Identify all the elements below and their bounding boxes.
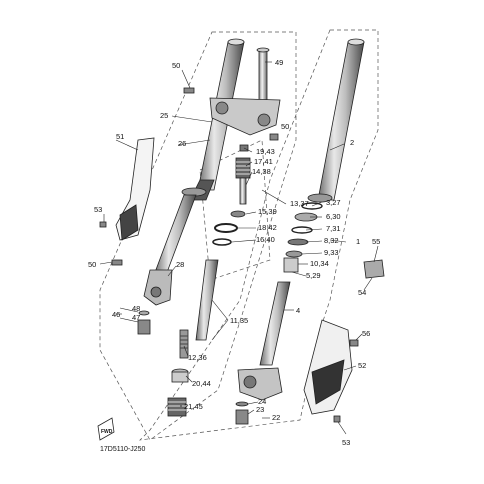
- steering-stem: [209, 47, 281, 136]
- bushing-10: [283, 257, 299, 273]
- label-17-41: 17,41: [254, 157, 273, 166]
- label-50: 50: [172, 61, 180, 70]
- label-47: 47: [132, 313, 140, 322]
- label-1: 1: [356, 237, 360, 246]
- label-25: 25: [160, 111, 168, 120]
- label-50-stem: 50: [281, 122, 289, 131]
- label-19-43: 19,43: [256, 147, 275, 156]
- bolt-53-top: [99, 221, 107, 228]
- label-4: 4: [296, 306, 300, 315]
- label-48: 48: [132, 304, 140, 313]
- rod-14: [239, 177, 247, 205]
- valve-20: [171, 368, 189, 383]
- label-49: 49: [275, 58, 283, 67]
- bolt-53-bottom: [333, 415, 341, 423]
- label-2: 2: [350, 138, 354, 147]
- label-5-29: 5,29: [306, 271, 321, 280]
- group-left-boundary: [99, 31, 297, 441]
- axle-bracket-right: [237, 367, 283, 401]
- label-22: 22: [272, 413, 280, 422]
- label-6-30: 6,30: [326, 212, 341, 221]
- label-9-33: 9,33: [324, 248, 339, 257]
- label-14-38: 14,38: [252, 167, 271, 176]
- label-21-45: 21,45: [184, 402, 203, 411]
- damper-rod-left: [179, 259, 219, 359]
- bolt-50-left: [111, 259, 123, 266]
- fwd-arrow-icon: FWD: [97, 417, 115, 441]
- label-56: 56: [362, 329, 370, 338]
- label-24: 24: [258, 397, 266, 406]
- label-52: 52: [358, 361, 366, 370]
- label-53-bottom: 53: [342, 438, 350, 447]
- label-3-27: 3,27: [326, 198, 341, 207]
- label-15-39: 15,39: [258, 207, 277, 216]
- label-28: 28: [176, 260, 184, 269]
- label-54: 54: [358, 288, 366, 297]
- leader-lines: [99, 61, 379, 435]
- bolt-50-stem: [269, 133, 279, 141]
- fork-guard-right: [303, 319, 353, 415]
- spring-17: [235, 157, 251, 179]
- label-7-31: 7,31: [326, 224, 341, 233]
- adjuster-46: [137, 310, 151, 335]
- seal-24: [235, 401, 249, 407]
- label-8-32: 8,32: [324, 236, 339, 245]
- label-13-37: 13,37: [290, 199, 309, 208]
- fork-guard: [115, 137, 155, 241]
- label-53: 53: [94, 205, 102, 214]
- inner-tube-left: [153, 194, 197, 276]
- outer-tube-right: [307, 38, 365, 203]
- bolt-50-top: [183, 87, 195, 94]
- label-18-42: 18,42: [258, 223, 277, 232]
- inner-tube-right: [259, 281, 291, 366]
- label-11-35: 11,35: [230, 316, 248, 325]
- adjuster-23: [235, 409, 249, 425]
- label-26: 26: [178, 139, 186, 148]
- ring-18: [214, 223, 238, 233]
- fwd-label: FWD: [101, 429, 113, 435]
- label-20-44: 20,44: [192, 379, 211, 388]
- clip-55: [363, 259, 385, 279]
- part-labels: 50 49 25 50 51 26 2 19,43 17,41 14,38 13…: [88, 58, 380, 447]
- label-46: 46: [112, 310, 120, 319]
- seal-rings-right: [285, 202, 323, 258]
- bolt-56: [349, 339, 359, 347]
- label-16-40: 16,40: [256, 235, 275, 244]
- ring-16: [212, 238, 232, 246]
- base-valve-21: [167, 397, 187, 417]
- label-10-34: 10,34: [310, 259, 329, 268]
- label-23: 23: [256, 405, 264, 414]
- label-12-36: 12,36: [188, 353, 207, 362]
- label-50-left: 50: [88, 260, 96, 269]
- drawing-code: 17D5110-J250: [100, 446, 146, 453]
- label-51: 51: [116, 132, 124, 141]
- ring-15: [230, 210, 246, 218]
- label-55: 55: [372, 237, 380, 246]
- axle-bracket-left: [143, 269, 173, 306]
